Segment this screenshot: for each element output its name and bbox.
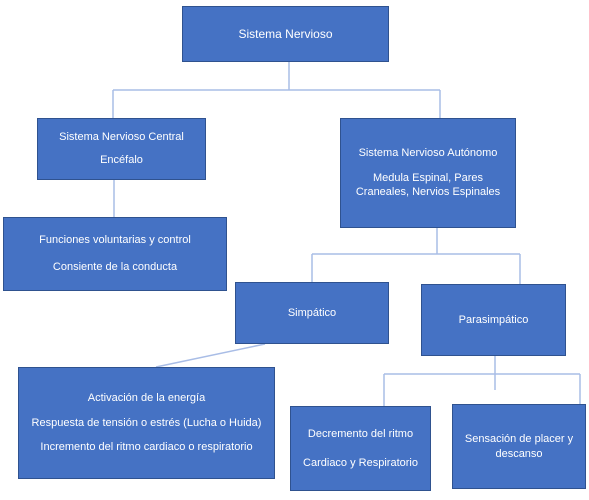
node-decremento-line1: Decremento del ritmo [307, 427, 414, 440]
node-sistema-nervioso: Sistema Nervioso [182, 6, 389, 62]
node-parasimpatico-label: Parasimpático [458, 313, 529, 326]
node-decremento-line2: Cardiaco y Respiratorio [303, 456, 418, 469]
node-parasimpatico: Parasimpático [421, 284, 566, 356]
node-activacion-line2: Respuesta de tensión o estrés (Lucha o H… [31, 416, 262, 429]
node-autonomo-title: Sistema Nervioso Autónomo [358, 146, 498, 159]
node-simpatico-label: Simpático [287, 306, 337, 319]
node-activacion-line1: Activación de la energía [87, 391, 206, 404]
node-funciones-line1: Funciones voluntarias y control [39, 234, 191, 247]
node-decremento-ritmo: Decremento del ritmo Cardiaco y Respirat… [290, 406, 431, 491]
node-sistema-nervioso-label: Sistema Nervioso [238, 26, 333, 41]
node-central-subtitle: Encéfalo [100, 154, 143, 166]
node-sensacion-label: Sensación de placer y descanso [464, 432, 574, 460]
node-sistema-nervioso-autonomo: Sistema Nervioso Autónomo Medula Espinal… [340, 118, 516, 228]
node-sistema-nervioso-central: Sistema Nervioso Central Encéfalo [37, 118, 206, 180]
node-simpatico: Simpático [235, 282, 389, 344]
node-central-title: Sistema Nervioso Central [59, 131, 184, 144]
node-funciones-line2: Consiente de la conducta [52, 261, 178, 273]
node-sensacion-placer: Sensación de placer y descanso [452, 404, 586, 489]
node-funciones-voluntarias: Funciones voluntarias y control Consient… [3, 217, 227, 291]
connector-simpatico-activacion [155, 343, 266, 368]
node-activacion-line3: Incremento del ritmo cardiaco o respirat… [40, 441, 253, 454]
node-activacion-energia: Activación de la energía Respuesta de te… [18, 367, 275, 479]
node-autonomo-detail: Medula Espinal, Pares Craneales, Nervios… [355, 171, 501, 199]
